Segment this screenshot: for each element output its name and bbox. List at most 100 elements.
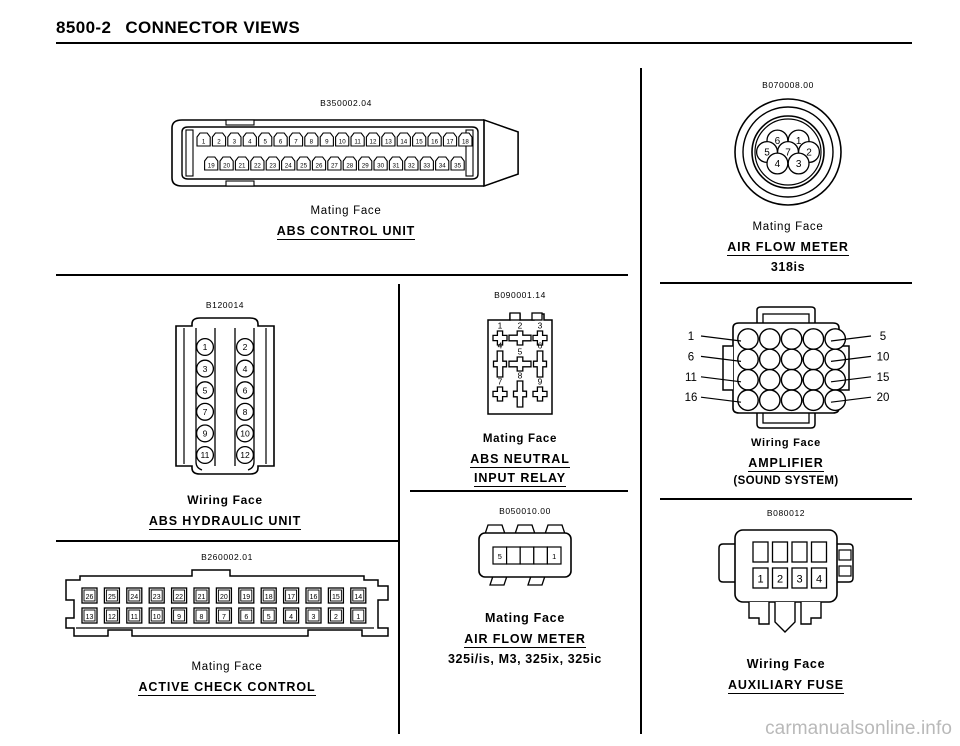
pin-label-29: 29 (362, 163, 369, 170)
face-label: Mating Face (752, 221, 824, 233)
relay-terminal (492, 386, 508, 402)
pin-label-19: 19 (242, 594, 250, 601)
connector-name: ABS HYDRAULIC UNIT (148, 514, 302, 530)
pin-cavity (546, 546, 562, 565)
pin-cavity-inner (352, 609, 365, 622)
pin-label-5: 5 (263, 139, 267, 146)
pin-label-11: 11 (354, 139, 361, 146)
pin-label-25: 25 (300, 163, 307, 170)
pin-cavity (358, 156, 373, 171)
pin-label-4: 4 (243, 364, 248, 374)
pin-label-27: 27 (331, 163, 338, 170)
pin-label-8: 8 (243, 407, 248, 417)
pin-socket (737, 328, 759, 350)
pin-label-5: 5 (518, 347, 523, 357)
connector-name: AMPLIFIER (748, 456, 824, 472)
pin-cavity-inner (307, 589, 320, 602)
relay-terminal (492, 330, 508, 346)
pin-cavity (196, 132, 211, 147)
pin-label-6: 6 (243, 385, 248, 395)
part-number: B350002.04 (320, 98, 372, 108)
pin-cavity (273, 132, 288, 147)
pin-label-1: 1 (203, 342, 208, 352)
pin-label-3: 3 (203, 364, 208, 374)
connector-name: AIR FLOW METER (727, 240, 849, 256)
pin-cavity-inner (83, 609, 96, 622)
pin-cavity-inner (83, 589, 96, 602)
leader-line (700, 335, 742, 342)
pin-label-12: 12 (108, 614, 116, 621)
pin-label-4: 4 (498, 341, 503, 351)
pin-label-2: 2 (243, 342, 248, 352)
pin-label-1: 1 (202, 139, 206, 146)
pin-socket (195, 445, 215, 465)
pin-cavity-inner (285, 609, 298, 622)
pin-label-28: 28 (346, 163, 353, 170)
pin-label-3: 3 (312, 614, 316, 621)
fuse-cavity (810, 541, 828, 563)
pin-cavity-inner (240, 589, 253, 602)
pin-label-31: 31 (393, 163, 400, 170)
relay-terminal (512, 380, 528, 408)
pin-cavity (427, 132, 442, 147)
pin-cavity (327, 156, 342, 171)
pin-cavity (258, 132, 273, 147)
pin-cavity (219, 156, 234, 171)
pin-cavity (373, 156, 388, 171)
pin-cavity (458, 132, 473, 147)
pin-socket (195, 337, 215, 357)
pin-label-24: 24 (130, 594, 138, 601)
face-label: Wiring Face (746, 657, 826, 671)
pin-socket (802, 368, 825, 391)
pin-label-1: 1 (757, 574, 763, 586)
pin-label-10: 10 (339, 139, 346, 146)
pin-label-18: 18 (462, 139, 469, 146)
part-number: B090001.14 (494, 290, 546, 300)
pin-cavity (335, 132, 350, 147)
pin-label-11: 11 (201, 450, 210, 460)
pin-cavity-inner (195, 609, 208, 622)
relay-terminal (532, 350, 548, 378)
part-number: B050010.00 (499, 506, 551, 516)
pin-cavity-inner (352, 589, 365, 602)
pin-cavity-inner (240, 609, 253, 622)
pin-label-3: 3 (796, 159, 802, 170)
pin-label-2: 2 (518, 321, 523, 331)
pin-label-5: 5 (498, 552, 502, 561)
watermark: carmanualsonline.info (765, 718, 952, 739)
pin-label-8: 8 (200, 614, 204, 621)
pin-label-1: 1 (498, 321, 503, 331)
pin-label-16: 16 (310, 594, 318, 601)
pin-cavity (381, 132, 396, 147)
fuse-cavity (771, 567, 789, 589)
pin-label-1: 1 (552, 552, 556, 561)
pin-label-8: 8 (518, 371, 523, 381)
divider-middle-lower (410, 490, 628, 493)
pin-cavity (296, 156, 311, 171)
row-start-label-6: 6 (688, 351, 694, 363)
pin-label-18: 18 (265, 594, 273, 601)
pin-label-20: 20 (220, 594, 228, 601)
pin-label-15: 15 (332, 594, 340, 601)
divider-left-upper (56, 274, 628, 277)
row-end-label-20: 20 (877, 392, 890, 404)
row-end-label-15: 15 (877, 372, 890, 384)
connector-name: AIR FLOW METER (464, 632, 586, 648)
row-end-label-10: 10 (877, 351, 890, 363)
pin-label-3: 3 (233, 139, 237, 146)
pin-label-4: 4 (816, 574, 822, 586)
part-number: B070008.00 (762, 80, 814, 90)
pin-socket (758, 348, 781, 371)
leader-line (830, 396, 872, 403)
fuse-cavity (810, 567, 828, 589)
part-number: B080012 (766, 508, 806, 518)
